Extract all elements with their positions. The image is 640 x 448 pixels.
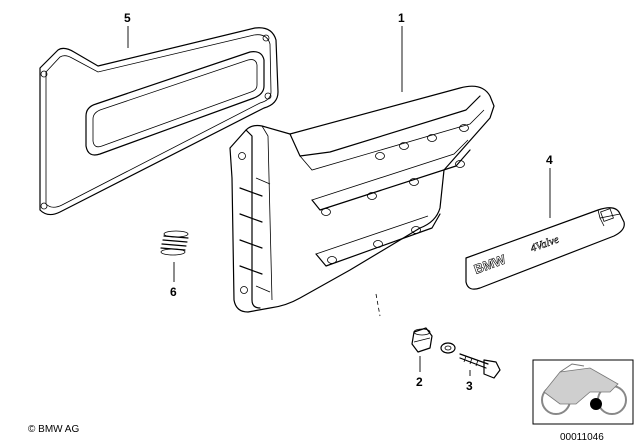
location-dot-icon — [590, 398, 602, 410]
washer-part[interactable] — [440, 342, 456, 354]
assembly-line — [375, 293, 381, 317]
copyright-text: © BMW AG — [28, 424, 79, 435]
callout-4[interactable]: 4 — [546, 153, 553, 167]
spring-part-6[interactable] — [160, 230, 189, 256]
badge-model-text: 4Valve — [529, 233, 561, 254]
callout-6[interactable]: 6 — [170, 285, 177, 299]
leader-lines — [127, 26, 551, 376]
gasket-part-5[interactable] — [39, 27, 279, 216]
callout-3[interactable]: 3 — [466, 379, 473, 393]
diagram-number: 00011046 — [560, 432, 604, 443]
grommet-part-2[interactable] — [411, 327, 433, 353]
motorcycle-thumbnail-icon — [532, 359, 634, 425]
badge-plate-part-4[interactable]: BMW 4Valve — [465, 207, 625, 290]
bolt-part-3[interactable] — [459, 353, 501, 379]
callout-2[interactable]: 2 — [416, 375, 423, 389]
callout-5[interactable]: 5 — [124, 11, 131, 25]
badge-brand-text: BMW — [472, 251, 508, 276]
valve-cover-part-1[interactable] — [229, 85, 495, 313]
callout-1[interactable]: 1 — [398, 11, 405, 25]
